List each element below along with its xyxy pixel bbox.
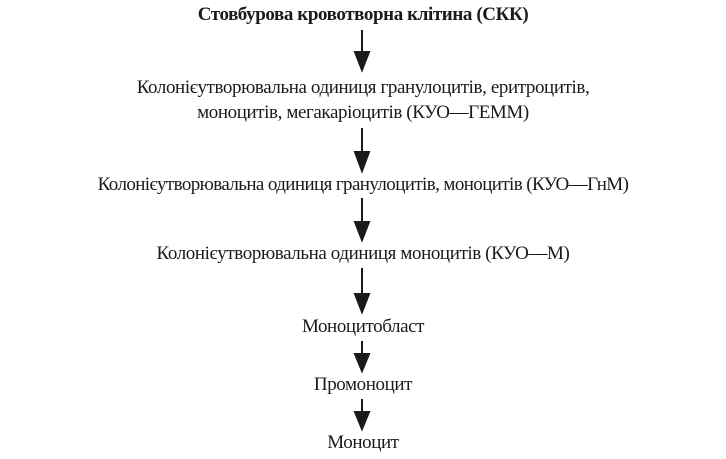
node-cfu-m: Колонієутворювальна одиниця моноцитів (К… [156, 243, 570, 264]
arrow-6 [353, 399, 371, 432]
node-cfu-gemm-line2: моноцитів, мегакаріоцитів (КУО—ГЕММ) [197, 102, 529, 123]
arrow-5 [353, 341, 371, 374]
node-cfu-gemm-line1: Колонієутворювальна одиниця гранулоцитів… [136, 77, 590, 98]
node-monoblast: Моноцитобласт [301, 316, 425, 337]
arrow-4 [353, 268, 371, 315]
node-cfu-gm: Колонієутворювальна одиниця гранулоцитів… [97, 174, 629, 195]
arrow-2 [353, 128, 371, 174]
arrow-3 [353, 198, 371, 243]
node-monocyte: Моноцит [327, 432, 399, 453]
arrow-1 [353, 30, 371, 73]
node-promonocyte: Промоноцит [313, 374, 413, 395]
node-hsc: Стовбурова кровотворна клітина (СКК) [197, 4, 529, 25]
